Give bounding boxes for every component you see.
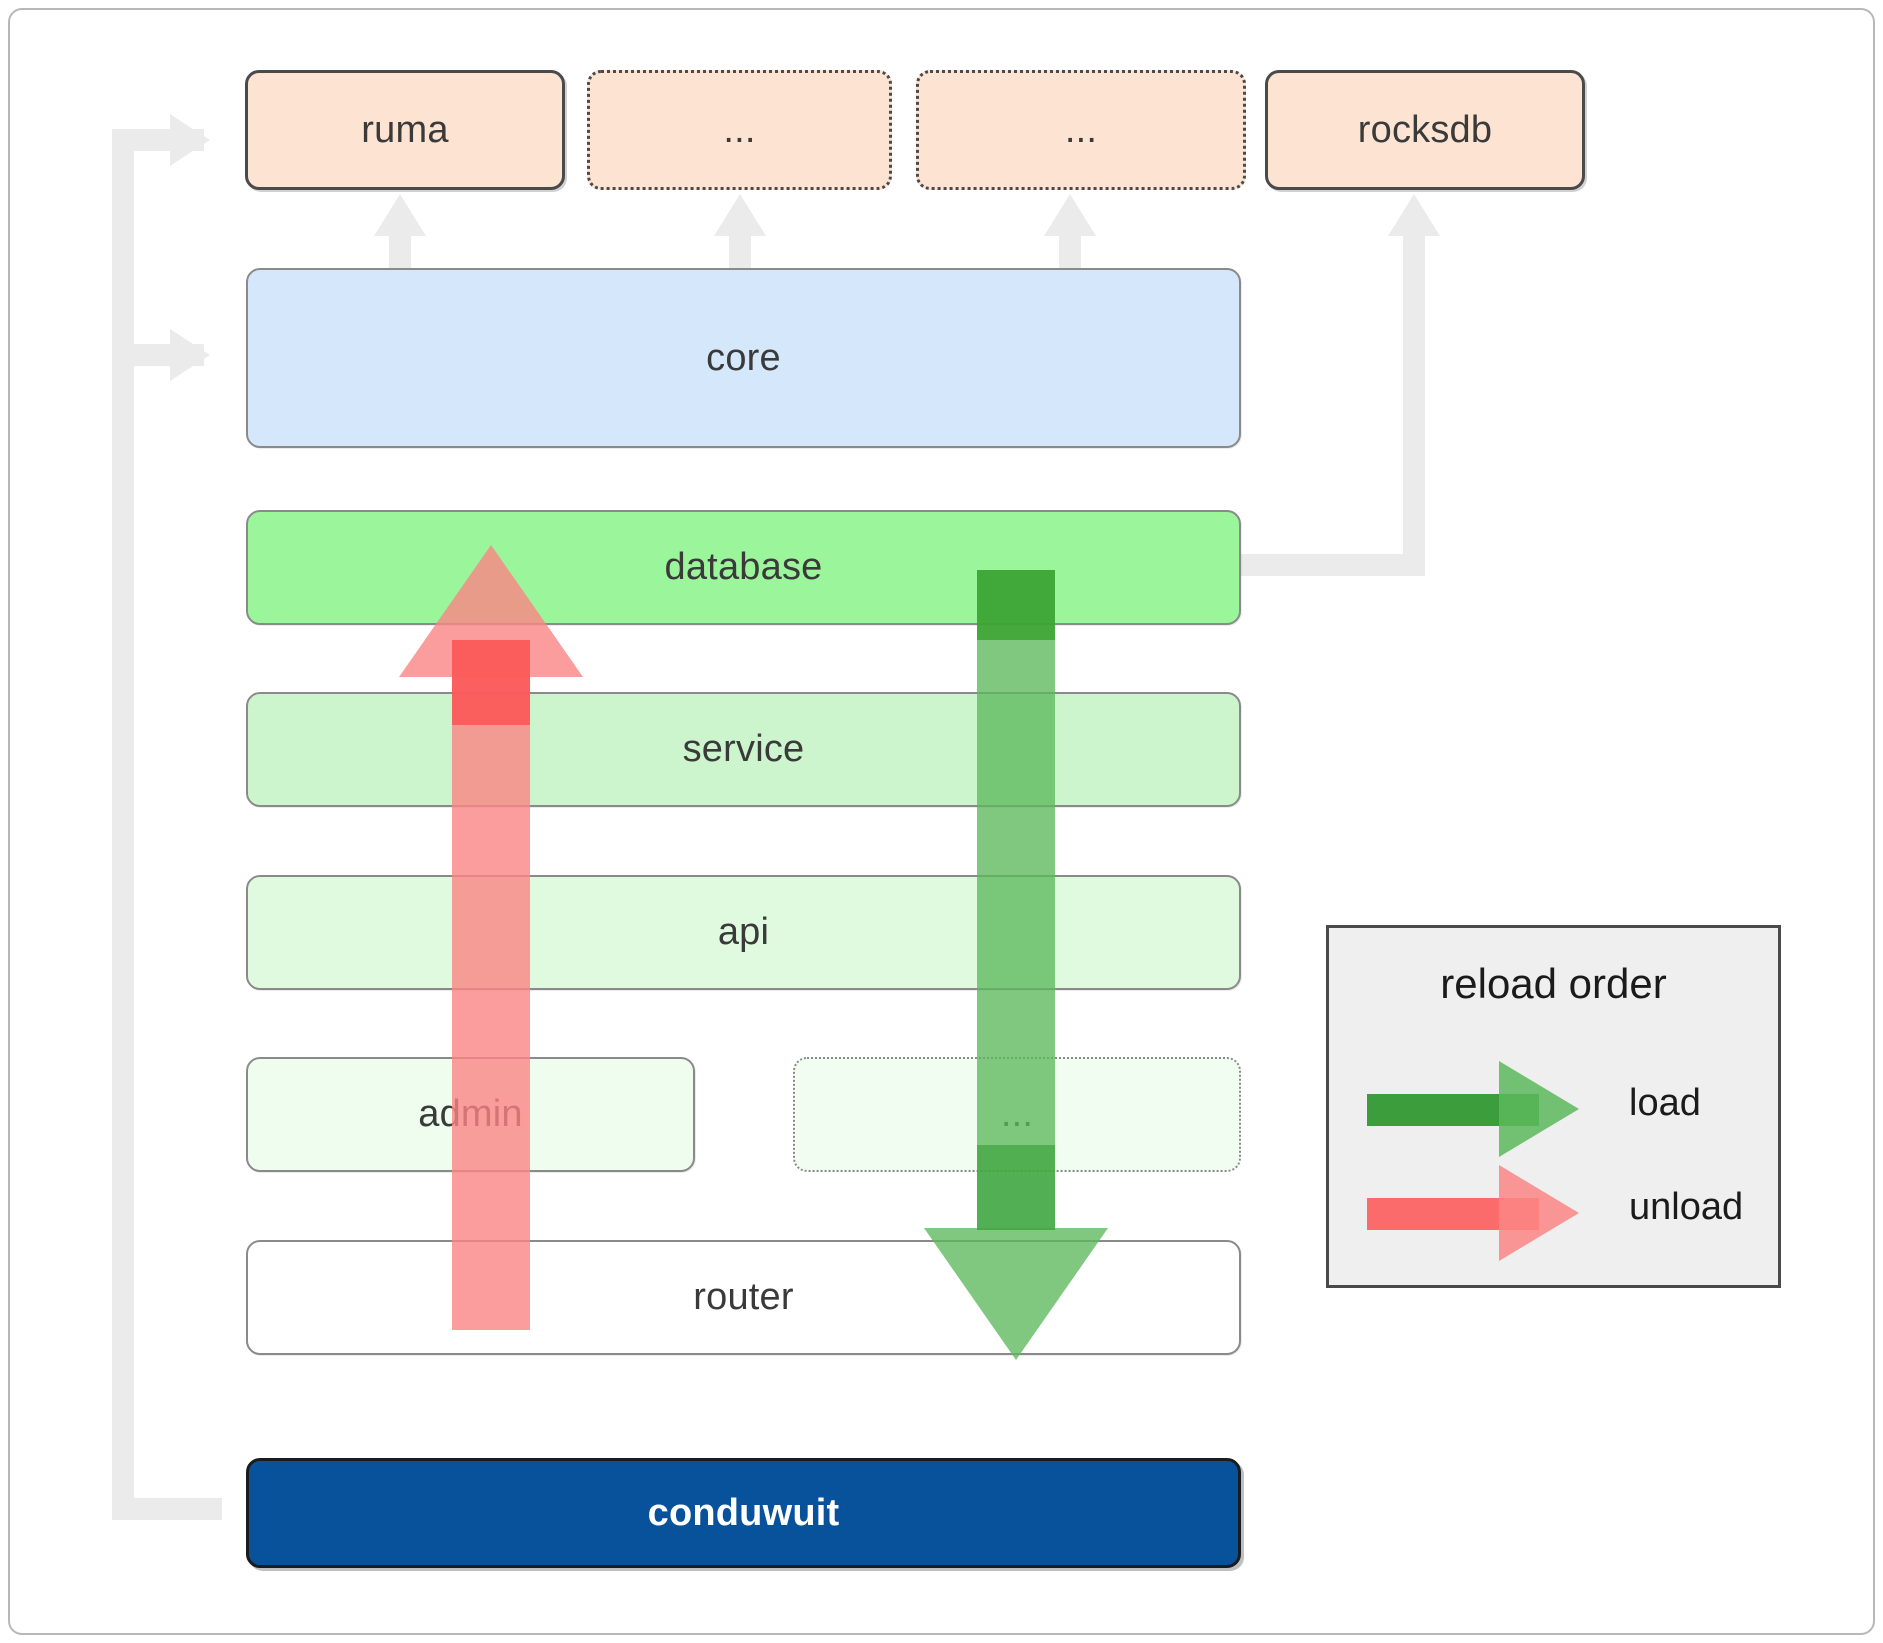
diagram-frame: [8, 8, 1875, 1635]
dep-label-rocksdb: rocksdb: [1357, 108, 1493, 151]
dep-box-dots-1[interactable]: ...: [587, 70, 892, 190]
dep-box-ruma[interactable]: ruma: [245, 70, 565, 190]
legend-panel: reload order load unload: [1326, 925, 1781, 1288]
connector-arrowhead-core-ruma: [374, 194, 426, 236]
connector-core-to-dots2-stem: [1059, 232, 1081, 276]
dep-box-dots-2[interactable]: ...: [916, 70, 1246, 190]
legend-load-arrow-head: [1499, 1061, 1579, 1157]
layer-label-router: router: [693, 1276, 794, 1318]
dep-label-dots-2: ...: [1064, 108, 1098, 151]
load-arrow-head: [924, 1228, 1108, 1360]
connector-core-to-dots1-stem: [729, 232, 751, 276]
layer-label-database: database: [664, 546, 823, 588]
legend-label-unload: unload: [1629, 1186, 1744, 1228]
layer-label-service: service: [682, 728, 805, 770]
layer-label-core: core: [706, 336, 781, 379]
layer-box-service[interactable]: service: [246, 692, 1241, 807]
unload-arrow-shaft-outer: [452, 640, 530, 1330]
legend-row-load: load: [1329, 1056, 1778, 1166]
application-box-conduwuit[interactable]: conduwuit: [246, 1458, 1241, 1568]
unload-arrow-head-overlay: [452, 640, 530, 725]
layer-box-core[interactable]: core: [246, 268, 1241, 448]
connector-arrowhead-core: [170, 329, 210, 381]
connector-core-to-ruma-stem: [389, 232, 411, 276]
application-label-conduwuit: conduwuit: [647, 1491, 840, 1534]
dep-label-ruma: ruma: [361, 108, 449, 151]
layer-box-api[interactable]: api: [246, 875, 1241, 990]
connector-arrowhead-ruma: [170, 114, 210, 166]
connector-left-trunk: [112, 140, 134, 1520]
connector-right-elbow: [1180, 554, 1425, 576]
connector-arrowhead-core-dots2: [1044, 194, 1096, 236]
legend-title: reload order: [1440, 960, 1667, 1007]
load-arrow-shaft-tip-overlay: [977, 1145, 1055, 1230]
load-arrow-shaft-inner: [977, 570, 1055, 640]
connector-arrowhead-core-dots1: [714, 194, 766, 236]
layer-box-database[interactable]: database: [246, 510, 1241, 625]
connector-right-vertical: [1403, 236, 1425, 576]
connector-bottom-to-app: [112, 1498, 222, 1520]
legend-label-load: load: [1629, 1082, 1701, 1124]
load-arrow-shaft-outer: [977, 570, 1055, 1230]
layer-label-api: api: [717, 911, 770, 953]
legend-unload-arrow-head: [1499, 1165, 1579, 1261]
connector-arrowhead-rocksdb: [1388, 194, 1440, 236]
legend-row-unload: unload: [1329, 1160, 1778, 1270]
dep-box-rocksdb[interactable]: rocksdb: [1265, 70, 1585, 190]
dep-label-dots-1: ...: [723, 108, 756, 151]
